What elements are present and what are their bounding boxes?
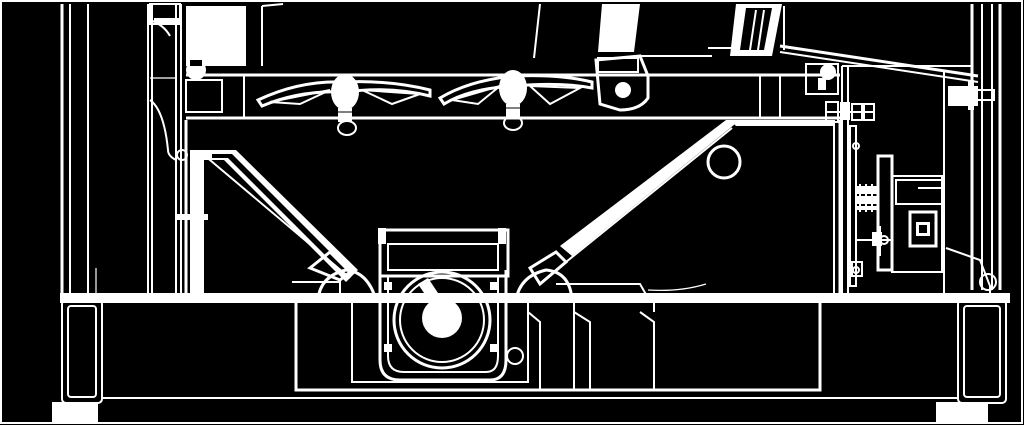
left-foot (52, 402, 98, 423)
upper-left-block (149, 3, 284, 113)
left-wall (60, 4, 208, 298)
support-arm-left (255, 80, 432, 108)
pendant-lamp-left (331, 74, 359, 136)
upper-right-panels (533, 3, 979, 83)
right-foot (936, 402, 988, 423)
rotary-feeder (378, 228, 524, 382)
right-housing (841, 4, 1002, 298)
pendant-lamp-right (499, 70, 527, 131)
bracket-plate (594, 54, 650, 112)
funnel-right-wall (560, 120, 834, 263)
support-arm-right (437, 74, 594, 107)
base-frame (60, 293, 1010, 404)
inspection-port (706, 144, 742, 180)
drive-assembly (849, 125, 943, 287)
hopper-chamber (184, 120, 842, 298)
discharge-trough (294, 299, 822, 392)
deflector-flaps (292, 249, 707, 302)
funnel-left-wall (203, 150, 358, 282)
right-fittings (805, 63, 875, 123)
